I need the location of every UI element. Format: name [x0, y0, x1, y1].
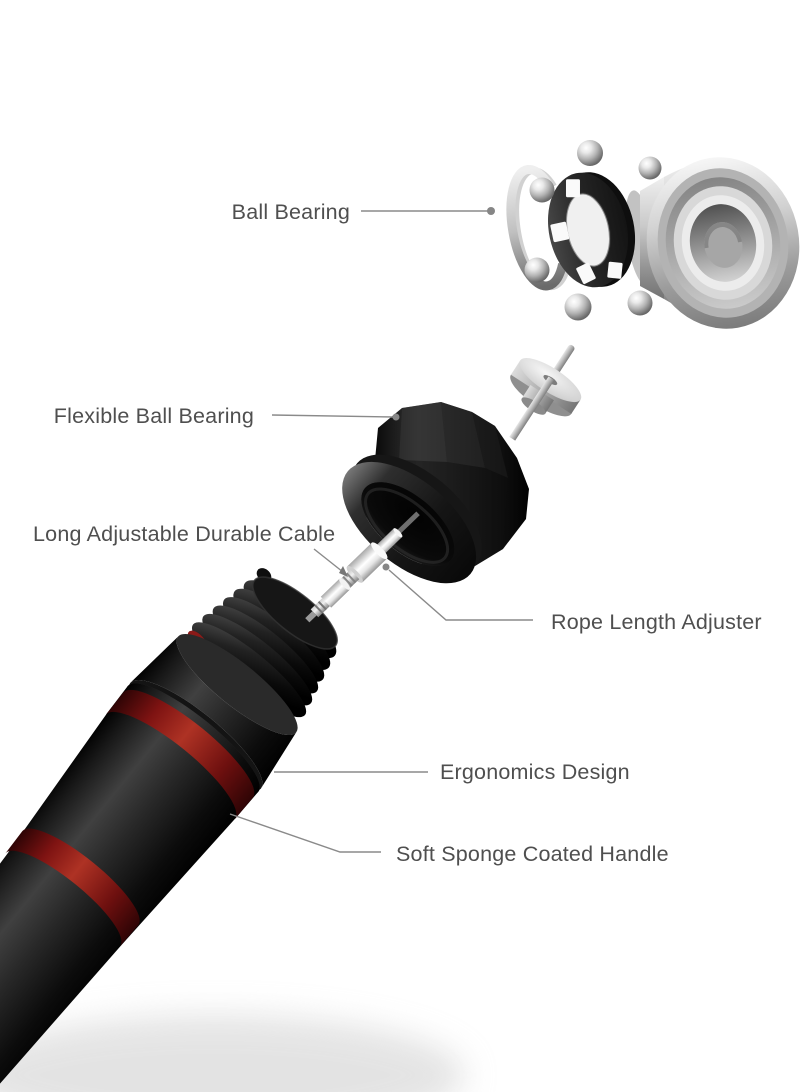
label-rope-adjuster: Rope Length Adjuster: [551, 610, 762, 634]
annotations: [229, 210, 533, 853]
bearing-cage: [547, 172, 636, 288]
bearing-cup: [625, 157, 800, 329]
label-flexible-ball-bearing: Flexible Ball Bearing: [54, 404, 254, 428]
label-ergonomics: Ergonomics Design: [440, 760, 630, 784]
label-cable: Long Adjustable Durable Cable: [33, 522, 335, 546]
snap-ring: [506, 164, 571, 291]
annotation-dots: [339, 207, 495, 577]
floor-shadow: [0, 1015, 465, 1092]
ball-bearing-assembly: [506, 140, 800, 329]
handle: [0, 568, 338, 1092]
label-ball-bearing: Ball Bearing: [232, 200, 350, 224]
label-sponge-handle: Soft Sponge Coated Handle: [396, 842, 669, 866]
cable-assembly: [305, 511, 420, 623]
bearing-pin-disc: [509, 344, 582, 441]
